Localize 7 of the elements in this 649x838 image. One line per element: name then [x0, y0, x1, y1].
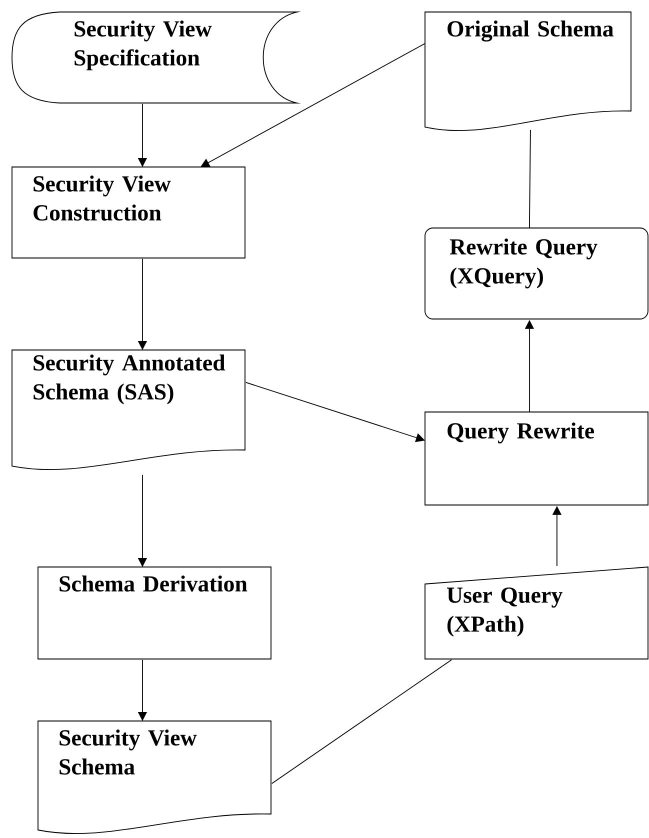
process-box: Schema Derivation	[38, 566, 272, 660]
process-box: Query Rewrite	[424, 412, 648, 506]
process-box: Security View Construction	[12, 166, 246, 258]
rounded-box: Rewrite Query (XQuery)	[424, 228, 648, 320]
stored-data-shape: Security View Specification	[12, 12, 298, 104]
connector-line	[271, 659, 452, 784]
connector-line	[529, 129, 531, 228]
